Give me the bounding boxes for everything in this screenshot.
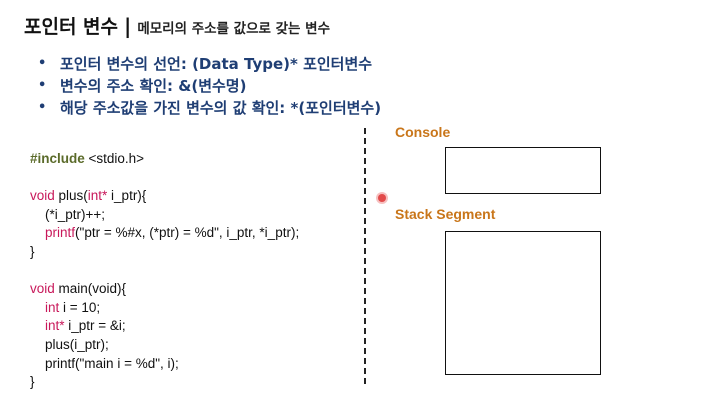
code-line: plus(i_ptr); — [30, 336, 109, 352]
code-text: ("ptr = %#x, (*ptr) = %d", i_ptr, *i_ptr… — [75, 225, 300, 241]
code-block: #include <stdio.h> void plus(int* i_ptr)… — [30, 150, 299, 392]
code-text: i_ptr){ — [107, 188, 147, 204]
code-text: i_ptr = &i; — [64, 318, 126, 334]
type-keyword: int — [45, 299, 60, 315]
code-line: void plus(int* i_ptr){ — [30, 187, 299, 206]
bullet-item: • 해당 주소값을 가진 변수의 값 확인: *(포인터변수) — [38, 96, 381, 118]
function-keyword: printf — [45, 225, 76, 241]
bullet-icon: • — [38, 55, 47, 71]
stack-segment-label: Stack Segment — [395, 206, 496, 222]
type-keyword: int* — [87, 188, 108, 204]
code-line: #include <stdio.h> — [30, 150, 299, 169]
code-line: int i = 10; — [30, 299, 299, 318]
slide-header: 포인터 변수 | 메모리의 주소를 값으로 갖는 변수 — [24, 12, 330, 39]
title-separator: | — [124, 14, 132, 38]
bullet-icon: • — [38, 77, 47, 93]
code-text: i = 10; — [59, 299, 101, 315]
code-line-blank — [30, 169, 299, 188]
page-subtitle: 메모리의 주소를 값으로 갖는 변수 — [137, 21, 331, 37]
bullet-item: • 변수의 주소 확인: &(변수명) — [38, 74, 381, 96]
code-line: } — [30, 374, 35, 390]
code-line: void main(void){ — [30, 280, 299, 299]
code-text: <stdio.h> — [84, 151, 145, 166]
code-text: plus( — [54, 188, 88, 204]
bullet-text: 해당 주소값을 가진 변수의 값 확인: *(포인터변수) — [60, 98, 382, 117]
page-title: 포인터 변수 — [24, 16, 119, 38]
dashed-divider — [364, 128, 366, 384]
code-line: } — [30, 243, 35, 259]
code-line: int* i_ptr = &i; — [30, 317, 299, 336]
console-box — [445, 147, 601, 194]
console-label: Console — [395, 124, 451, 140]
bullet-text: 포인터 변수의 선언: (Data Type)* 포인터변수 — [60, 54, 373, 73]
type-keyword: void — [30, 281, 55, 297]
cursor-pointer-icon — [378, 194, 386, 202]
code-line: printf("main i = %d", i); — [30, 355, 179, 371]
code-line: (*i_ptr)++; — [30, 206, 106, 222]
bullet-item: • 포인터 변수의 선언: (Data Type)* 포인터변수 — [38, 52, 381, 74]
type-keyword: void — [30, 188, 55, 204]
code-text: main(void){ — [54, 281, 127, 297]
include-keyword: #include — [30, 151, 85, 166]
code-line: printf("ptr = %#x, (*ptr) = %d", i_ptr, … — [30, 224, 299, 243]
type-keyword: int* — [45, 318, 65, 334]
code-line-blank — [30, 262, 299, 281]
bullet-list: • 포인터 변수의 선언: (Data Type)* 포인터변수 • 변수의 주… — [38, 52, 381, 118]
bullet-icon: • — [38, 99, 47, 115]
stack-segment-box — [445, 231, 601, 375]
bullet-text: 변수의 주소 확인: &(변수명) — [60, 76, 247, 95]
